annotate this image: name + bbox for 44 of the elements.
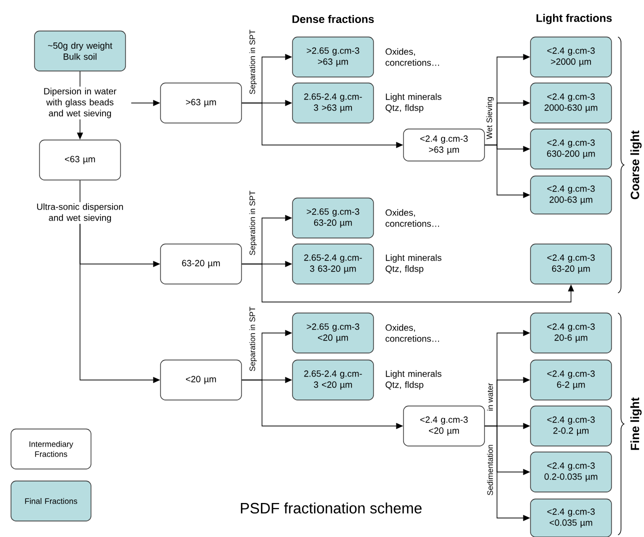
step-label: Separation in SPT [248,28,258,96]
step-label: Separation in SPT [248,306,258,372]
fraction-box: 2.65-2.4 g.cm-3 <20 µm [292,360,374,400]
column-heading: Dense fractions [290,14,376,24]
note-text: Oxides, concretions… [386,209,439,227]
legend-text: Intermediary Fractions [30,441,74,457]
group-label: Coarse light [629,129,643,201]
fraction-box: <2.4 g.cm-3 <20 µm [403,406,485,446]
fraction-box: <2.4 g.cm-3 >2000 µm [530,36,612,78]
fraction-box: <2.4 g.cm-3 63-20 µm [530,244,612,284]
group-label: Fine light [629,396,643,452]
step-label: Wet Sieving [485,96,495,140]
fraction-box: <2.4 g.cm-3 <0.035 µm [530,498,612,537]
step-label: in water [486,382,494,412]
note-text: Light minerals Qtz, fldsp [386,93,442,113]
step-label: Separation in SPT [248,190,258,256]
fraction-box: >63 µm [160,82,242,124]
note-text: Light minerals Qtz, fldsp [386,370,442,390]
fraction-box: <2.4 g.cm-3 6-2 µm [530,360,612,400]
fraction-box: <2.4 g.cm-3 630-200 µm [530,128,612,170]
fraction-box: 63-20 µm [160,244,242,284]
fraction-box: 2.65-2.4 g.cm-3 >63 µm [292,82,374,124]
fraction-box: <2.4 g.cm-3 20-6 µm [530,312,612,354]
fraction-box: >2.65 g.cm-3 <20 µm [292,312,374,354]
diagram-title: PSDF fractionation scheme [240,502,422,514]
column-heading: Light fractions [534,12,614,26]
legend-text: Final Fractions [25,498,78,504]
fraction-box: ~50g dry weight Bulk soil [34,30,126,72]
step-text: Dipersion in water with glass beads and wet sieving [44,88,116,118]
fraction-box: <2.4 g.cm-3 2000-630 µm [530,82,612,124]
note-text: Oxides, concretions… [386,324,439,342]
step-label: Sedimentation [486,443,494,497]
note-text: Oxides, concretions… [386,48,439,66]
fraction-box: >2.65 g.cm-3 63-20 µm [292,198,374,238]
note-text: Light minerals Qtz, fldsp [386,254,442,274]
fraction-box: 2.65-2.4 g.cm-3 63-20 µm [292,244,374,284]
fraction-box: <20 µm [160,360,242,400]
fraction-box: <2.4 g.cm-3 >63 µm [403,128,485,162]
fraction-box: <2.4 g.cm-3 0.2-0.035 µm [530,452,612,492]
fraction-box: <63 µm [39,140,121,180]
fraction-box: <2.4 g.cm-3 200-63 µm [530,176,612,214]
step-text: Ultra-sonic dispersion and wet sieving [37,203,123,223]
fraction-box: <2.4 g.cm-3 2-0.2 µm [530,406,612,446]
fraction-box: >2.65 g.cm-3 >63 µm [292,36,374,78]
